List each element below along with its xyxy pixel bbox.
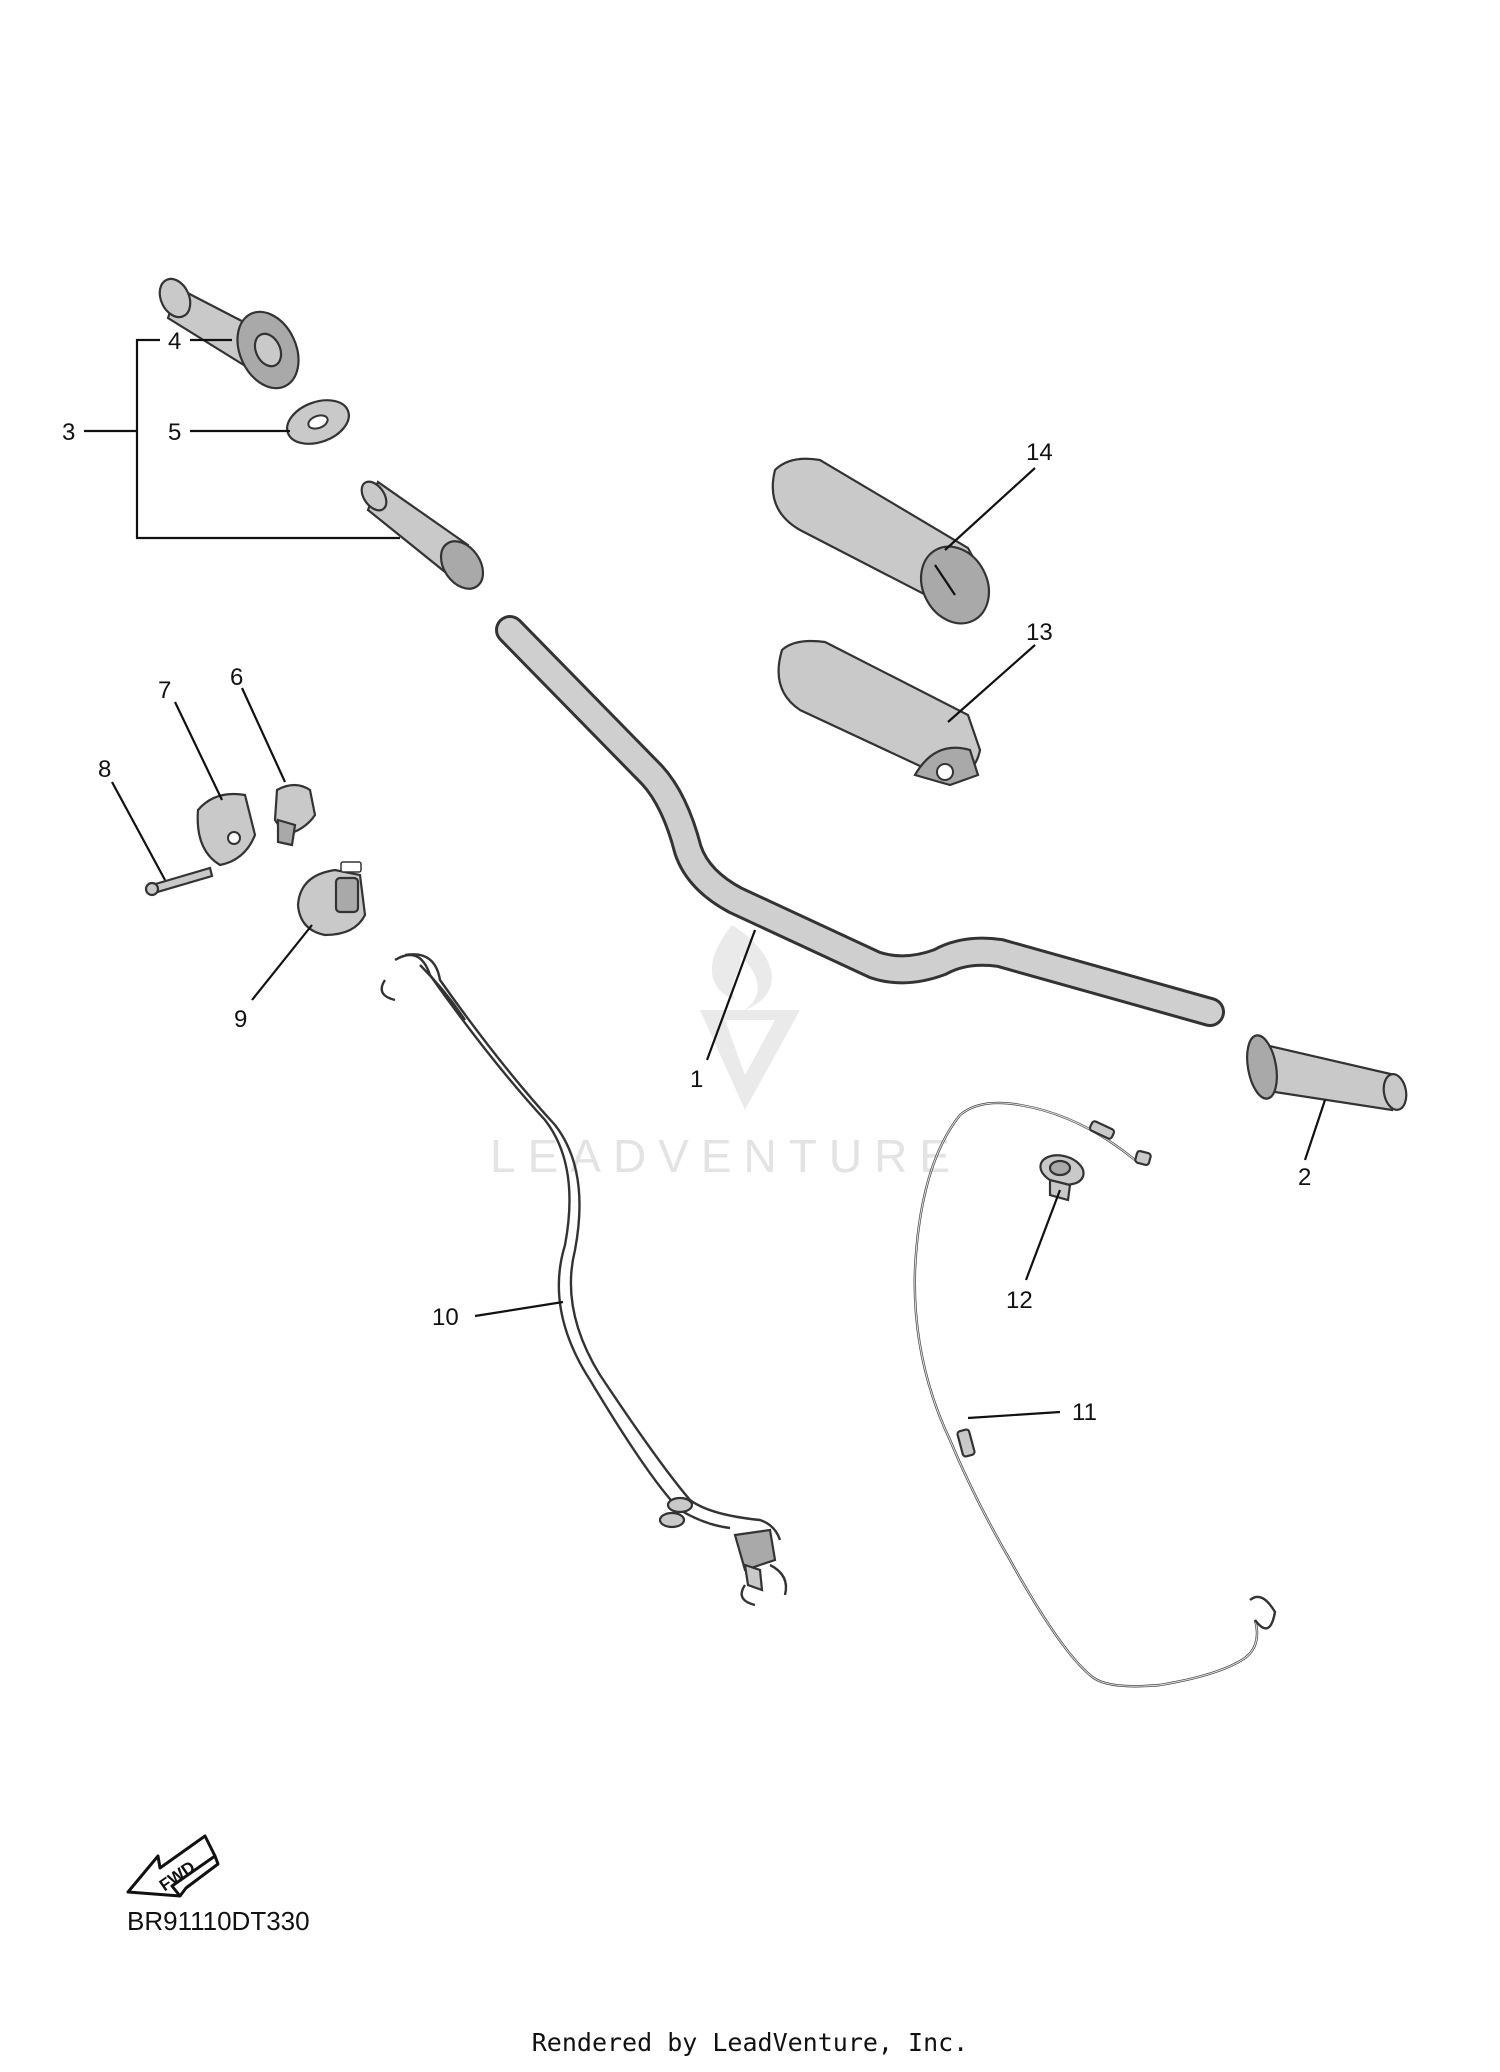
part-5-washer [286, 399, 350, 445]
callout-13: 13 [1026, 619, 1053, 646]
leader-2 [1303, 1099, 1327, 1161]
callout-6: 6 [230, 664, 243, 691]
diagram-code: BR91110DT330 [127, 1906, 310, 1936]
leader-13 [947, 644, 1036, 723]
leader-10 [474, 1300, 564, 1318]
part-1-handlebar [495, 615, 1225, 1027]
part-11-clutch-cable [913, 1101, 1277, 1688]
callout-7: 7 [158, 677, 171, 704]
leader-9 [251, 924, 313, 1001]
leader-11 [967, 1410, 1061, 1420]
leader-8 [111, 781, 166, 881]
callout-12: 12 [1006, 1287, 1033, 1314]
callout-2: 2 [1298, 1164, 1311, 1191]
part-14-pad [771, 457, 991, 625]
footer-credit: Rendered by LeadVenture, Inc. [531, 2028, 969, 2057]
leader-7 [174, 701, 223, 801]
watermark-text: LEADVENTURE [490, 1130, 962, 1182]
watermark-v-icon [700, 1010, 800, 1110]
fwd-arrow-icon: FWD [126, 1834, 220, 1898]
callout-5: 5 [168, 419, 181, 446]
callout-14: 14 [1026, 439, 1053, 466]
watermark-flame-icon [711, 925, 772, 1010]
leader-6 [240, 687, 287, 783]
part-3-throttle-tube [360, 480, 485, 590]
callout-4: 4 [168, 328, 181, 355]
bracket-3 [135, 338, 400, 540]
part-4-grip [158, 277, 300, 390]
callout-3: 3 [62, 419, 75, 446]
part-10-throttle-cables [380, 953, 788, 1607]
leader-lines [84, 338, 1327, 1420]
callout-9: 9 [234, 1006, 247, 1033]
part-12-adjuster [1039, 1154, 1085, 1202]
callout-1: 1 [690, 1066, 703, 1093]
callouts: 1 2 3 4 5 6 7 8 9 10 11 12 13 14 [62, 328, 1311, 1426]
callout-8: 8 [98, 756, 111, 783]
part-6-clamp [273, 783, 317, 847]
part-2-grip [1246, 1034, 1408, 1112]
part-7-housing [196, 792, 257, 867]
part-9-switch [296, 861, 367, 937]
part-13-pad [777, 639, 982, 787]
leader-12 [1024, 1189, 1062, 1281]
callout-10: 10 [432, 1304, 459, 1331]
leader-1 [705, 929, 757, 1061]
leader-14 [944, 467, 1036, 551]
callout-11: 11 [1072, 1399, 1097, 1426]
part-8-bolt [144, 866, 214, 897]
